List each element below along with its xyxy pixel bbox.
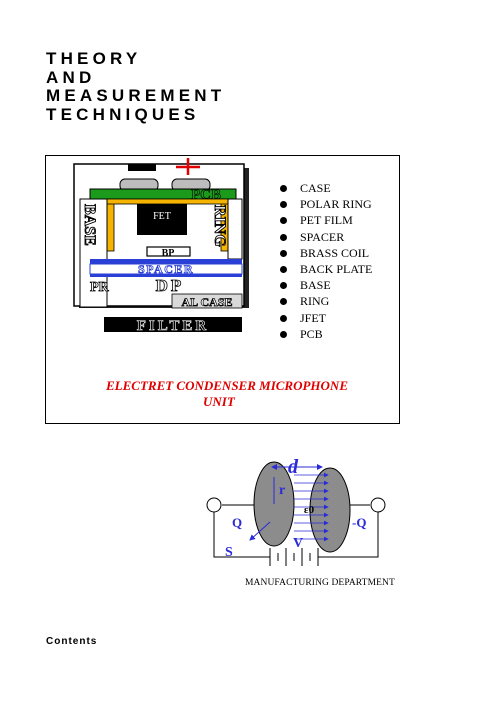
bp-small-plate [146, 246, 191, 257]
fet-chip [137, 204, 187, 235]
list-item: RING [274, 293, 372, 309]
microphone-figure-frame [45, 155, 400, 424]
list-item: POLAR RING [274, 196, 372, 212]
surface-arrow [249, 521, 271, 541]
dp-label: DP [156, 276, 185, 295]
contents-heading: Contents [46, 636, 98, 647]
ring-label: RING [211, 205, 228, 247]
parts-list: CASE POLAR RING PET FILM SPACER BRASS CO… [274, 180, 372, 342]
minus-terminal [128, 164, 156, 171]
wire-right [328, 512, 379, 558]
terminal-right [370, 497, 386, 513]
list-item: BACK PLATE [274, 261, 372, 277]
label-epsilon: ε0 [304, 504, 315, 516]
pr-label: PR [90, 280, 110, 295]
list-item: BASE [274, 277, 372, 293]
spacer-band-bottom [90, 274, 242, 277]
label-r: r [279, 483, 285, 498]
caption-line-1: ELECTRET CONDENSER MICROPHONE [106, 378, 348, 393]
fet-label: FET [153, 211, 171, 222]
document-title: THEORY AND MEASUREMENT TECHNIQUES [46, 50, 466, 124]
battery-symbol [264, 548, 328, 566]
list-item: PCB [274, 326, 372, 342]
list-item: CASE [274, 180, 372, 196]
filter-bar [104, 317, 242, 332]
list-item: SPACER [274, 229, 372, 245]
wire-left [213, 512, 264, 558]
spacer-label: SPACER [138, 262, 194, 276]
terminal-left [206, 497, 222, 513]
al-case-label: AL CASE [181, 295, 232, 309]
manufacturing-label: MANUFACTURING DEPARTMENT [245, 578, 395, 588]
spacer-band-top [90, 259, 242, 264]
base-label: BASE [81, 204, 98, 246]
field-arrows [294, 472, 329, 542]
title-line-1: THEORY [46, 49, 142, 68]
label-d: d [288, 456, 299, 478]
list-item: PET FILM [274, 212, 372, 228]
caption-line-2: UNIT [203, 394, 235, 409]
title-line-4: TECHNIQUES [46, 104, 200, 124]
title-line-3: MEASUREMENT [46, 86, 226, 105]
label-q-right: -Q [352, 515, 366, 530]
label-s: S [225, 545, 233, 560]
bp-small-label: BP [162, 248, 175, 259]
figure-caption: ELECTRET CONDENSER MICROPHONE UNIT [106, 378, 391, 410]
base-wall-left [79, 198, 108, 308]
list-item: JFET [274, 310, 372, 326]
al-case-block [171, 293, 243, 309]
list-item: BRASS COIL [274, 245, 372, 261]
filter-label: FILTER [137, 318, 209, 334]
label-q-left: Q [232, 515, 242, 530]
title-line-2: AND [46, 67, 96, 87]
label-v: V [293, 536, 303, 551]
